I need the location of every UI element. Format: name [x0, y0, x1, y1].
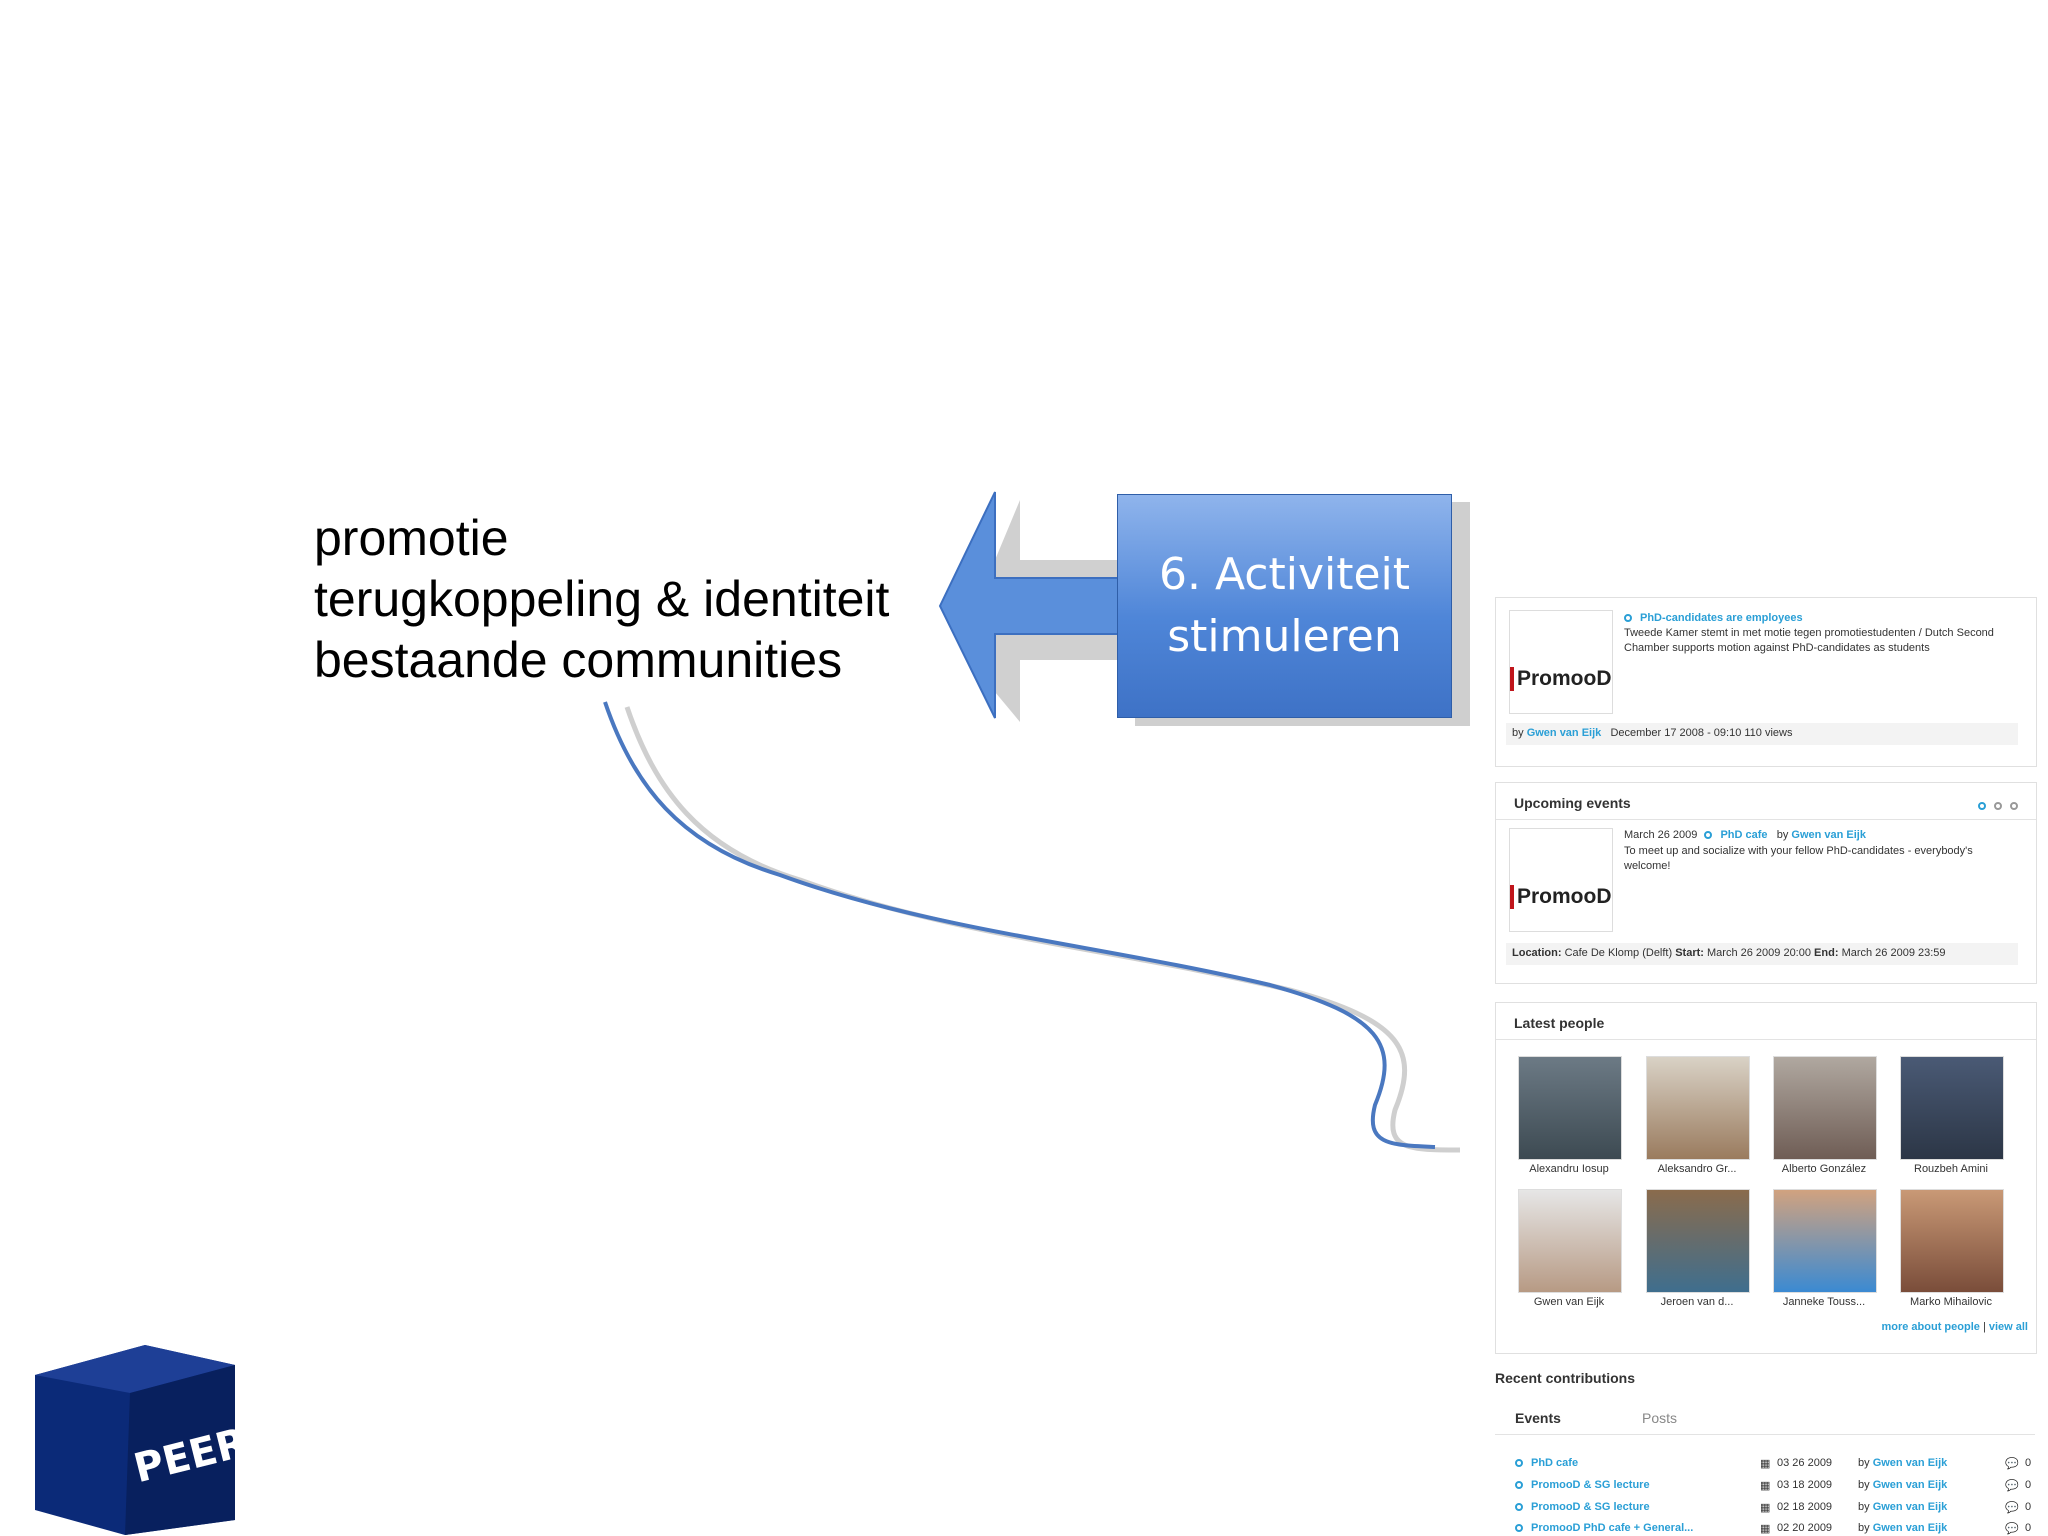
bullet-list: promotie terugkoppeling & identiteit bes…: [314, 508, 889, 691]
avatar[interactable]: [1900, 1056, 2004, 1160]
promood-logo: PromooD: [1509, 828, 1613, 932]
bullet-existing-communities: bestaande communities: [314, 632, 843, 688]
recent-contributions-heading: Recent contributions: [1495, 1370, 1636, 1386]
event-desc-line1: To meet up and socialize with your fello…: [1624, 845, 1973, 857]
bullet-circle-icon: [1515, 1524, 1523, 1533]
pager-dots[interactable]: [1978, 797, 2026, 815]
left-arrow-shape: [938, 491, 1121, 719]
event-author-link[interactable]: Gwen van Eijk: [1791, 829, 1866, 841]
activity-box-line2: stimuleren: [1167, 611, 1402, 662]
event-by-label: by: [1776, 829, 1789, 841]
person-name[interactable]: Gwen van Eijk: [1533, 1296, 1605, 1308]
avatar[interactable]: [1646, 1189, 1750, 1293]
contributions-section: Recent contributions Events Posts PhD ca…: [1495, 1370, 2035, 1536]
people-footer-links: more about people | view all: [1881, 1321, 2028, 1333]
more-about-people-link[interactable]: more about people: [1881, 1321, 1980, 1333]
bullet-circle-icon: [1515, 1503, 1523, 1512]
bullet-promotie: promotie: [314, 510, 509, 566]
comment-icon: 💬: [2005, 1502, 2019, 1514]
bullet-circle-icon: [1704, 831, 1713, 840]
avatar[interactable]: [1518, 1189, 1622, 1293]
event-title-link[interactable]: PhD cafe: [1720, 829, 1768, 841]
comment-icon: 💬: [2005, 1523, 2019, 1535]
bullet-circle-icon: [1515, 1481, 1523, 1490]
event-desc-line2: welcome!: [1624, 860, 1671, 872]
bullet-circle-icon: [1515, 1459, 1523, 1468]
event-meta-bar: Location: Cafe De Klomp (Delft) Start: M…: [1506, 943, 2018, 965]
news-summary-line1: Tweede Kamer stemt in met motie tegen pr…: [1624, 627, 1994, 639]
avatar[interactable]: [1900, 1189, 2004, 1293]
comment-icon: 💬: [2005, 1458, 2019, 1470]
person-name[interactable]: Marko Mihailovic: [1910, 1296, 1992, 1308]
calendar-icon: ▦: [1760, 1502, 1771, 1514]
calendar-icon: ▦: [1760, 1458, 1771, 1470]
news-meta-bar: by Gwen van Eijk December 17 2008 - 09:1…: [1506, 723, 2018, 745]
avatar[interactable]: [1646, 1056, 1750, 1160]
calendar-icon: ▦: [1760, 1523, 1771, 1535]
news-author-link[interactable]: Gwen van Eijk: [1526, 727, 1602, 739]
bullet-feedback-identity: terugkoppeling & identiteit: [314, 571, 890, 627]
activity-box-line1: 6. Activiteit: [1158, 549, 1411, 600]
person-name[interactable]: Alberto González: [1781, 1163, 1867, 1175]
person-name[interactable]: Rouzbeh Amini: [1914, 1163, 1988, 1175]
tab-events[interactable]: Events: [1515, 1410, 1561, 1426]
comment-icon: 💬: [2005, 1480, 2019, 1492]
avatar[interactable]: [1773, 1056, 1877, 1160]
view-all-link[interactable]: view all: [1988, 1321, 2028, 1333]
person-name[interactable]: Alexandru Iosup: [1529, 1163, 1609, 1175]
news-title-link[interactable]: PhD-candidates are employees: [1624, 612, 1803, 624]
pager-dot-icon[interactable]: [2010, 801, 2018, 810]
tab-upcoming-events[interactable]: Upcoming events: [1514, 795, 1631, 811]
tab-posts[interactable]: Posts: [1642, 1410, 1678, 1426]
event-date: March 26 2009: [1624, 829, 1698, 841]
news-meta: December 17 2008 - 09:10 110 views: [1610, 727, 1793, 739]
peers-logo: PEERS: [35, 1345, 245, 1535]
person-name[interactable]: Aleksandro Gr...: [1657, 1163, 1737, 1175]
news-by-label: by: [1512, 727, 1524, 739]
connector-curve: [603, 701, 1436, 1149]
news-panel: PromooD PhD-candidates are employees Twe…: [1495, 597, 2037, 767]
people-panel: Latest people Alexandru Iosup Aleksandro…: [1495, 1002, 2037, 1354]
activity-box: 6. Activiteit stimuleren: [1117, 494, 1452, 718]
person-name[interactable]: Janneke Touss...: [1782, 1296, 1866, 1308]
avatar[interactable]: [1518, 1056, 1622, 1160]
person-name[interactable]: Jeroen van d...: [1660, 1296, 1734, 1308]
connector-curve-shadow: [624, 706, 1461, 1153]
promood-logo: PromooD: [1509, 610, 1613, 714]
bullet-circle-icon: [1624, 614, 1632, 623]
calendar-icon: ▦: [1760, 1480, 1771, 1492]
pager-dot-icon[interactable]: [1978, 801, 1986, 810]
news-summary-line2: Chamber supports motion against PhD-cand…: [1624, 642, 1930, 654]
tab-latest-people[interactable]: Latest people: [1514, 1015, 1605, 1031]
events-panel: Upcoming events PromooD March 26 2009 Ph…: [1495, 782, 2037, 984]
avatar[interactable]: [1773, 1189, 1877, 1293]
pager-dot-icon[interactable]: [1994, 801, 2002, 810]
